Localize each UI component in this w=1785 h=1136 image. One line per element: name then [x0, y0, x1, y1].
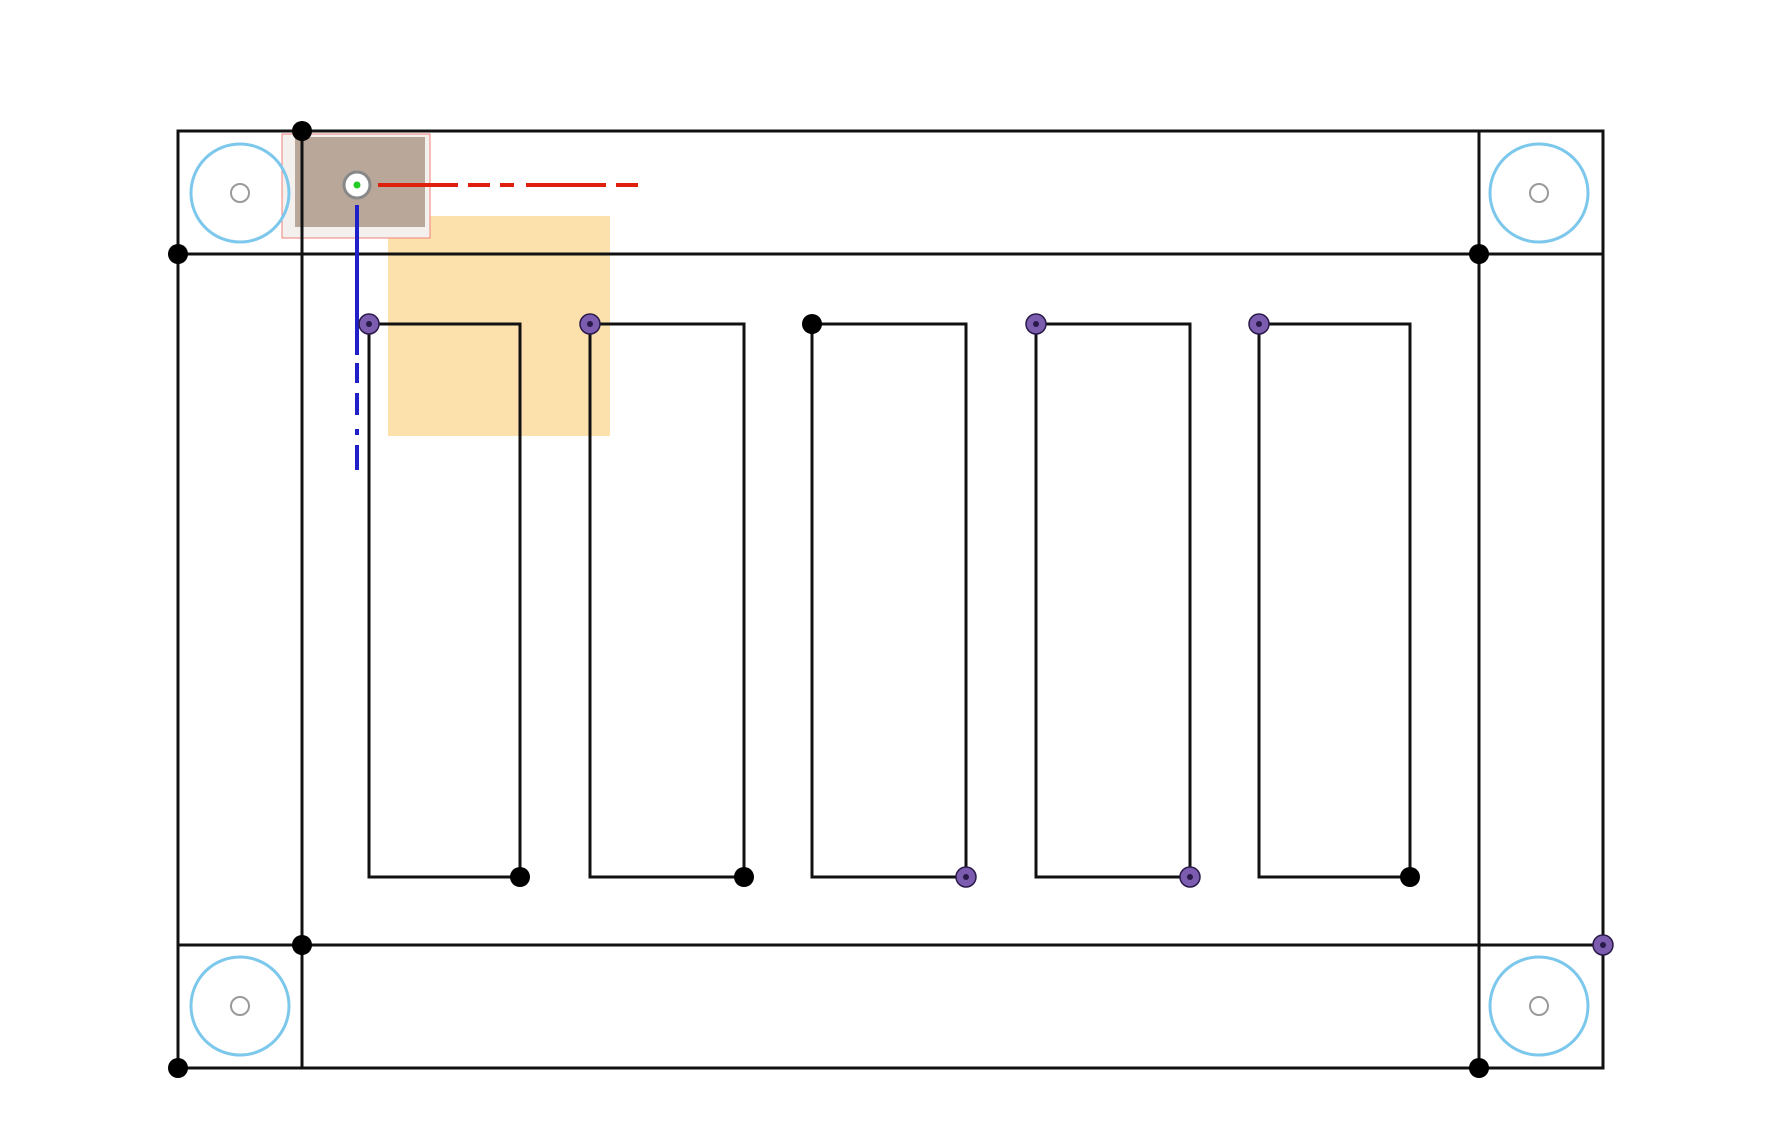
mounting-hole-circle-4[interactable] — [1488, 955, 1590, 1057]
slot-rectangle-2[interactable] — [588, 322, 746, 879]
mounting-hole-circle-1[interactable] — [189, 142, 291, 244]
origin-center-dot — [353, 181, 361, 189]
mounting-hole-center-icon-2 — [1529, 183, 1549, 203]
mounting-hole-circle-3[interactable] — [189, 955, 291, 1057]
slot-rectangle-3[interactable] — [810, 322, 968, 879]
mounting-hole-circle-2[interactable] — [1488, 142, 1590, 244]
slot-rectangle-4[interactable] — [1034, 322, 1192, 879]
constrained-vertex-dot-7 — [1600, 942, 1606, 948]
constrained-vertex-dot-1 — [366, 321, 372, 327]
constrained-vertex-dot-6 — [1187, 874, 1193, 880]
constrained-vertex-dot-2 — [587, 321, 593, 327]
constrained-vertex-dot-5 — [963, 874, 969, 880]
constrained-vertex-dot-4 — [1256, 321, 1262, 327]
vertex-7[interactable] — [802, 314, 822, 334]
vertex-8[interactable] — [510, 867, 530, 887]
vertex-4[interactable] — [292, 935, 312, 955]
mounting-hole-center-icon-3 — [230, 996, 250, 1016]
vertex-2[interactable] — [168, 244, 188, 264]
vertex-5[interactable] — [168, 1058, 188, 1078]
selection-box — [388, 216, 610, 436]
vertex-10[interactable] — [1400, 867, 1420, 887]
mounting-holes — [189, 142, 1590, 1057]
slot-rectangle-1[interactable] — [367, 322, 522, 879]
selection-layer — [281, 133, 610, 436]
vertex-3[interactable] — [1469, 244, 1489, 264]
vertex-9[interactable] — [734, 867, 754, 887]
vertex-6[interactable] — [1469, 1058, 1489, 1078]
mounting-hole-center-icon-4 — [1529, 996, 1549, 1016]
sketch-lines — [176, 129, 1605, 1070]
constrained-vertex-dot-3 — [1033, 321, 1039, 327]
sketch-vertices — [168, 121, 1614, 1078]
vertex-1[interactable] — [292, 121, 312, 141]
slot-rectangle-5[interactable] — [1257, 322, 1412, 879]
mounting-hole-center-icon-1 — [230, 183, 250, 203]
axis-triad — [342, 170, 640, 470]
